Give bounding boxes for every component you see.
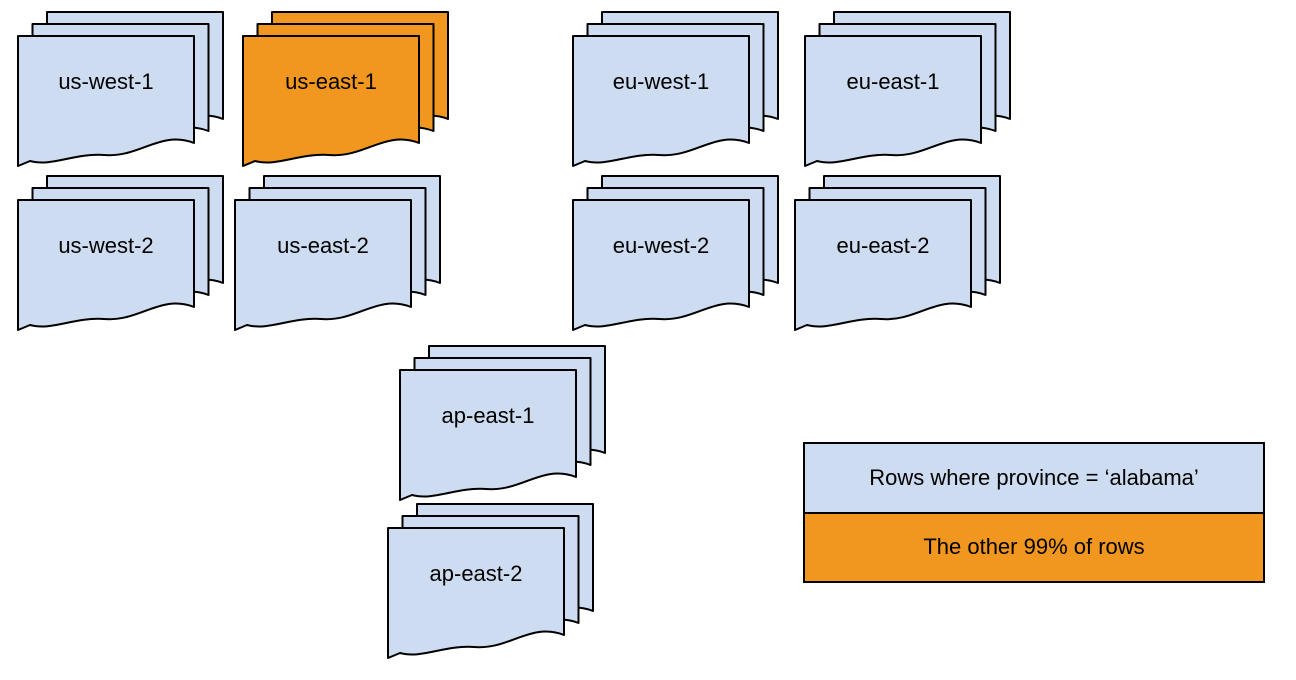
region-stack-us-east-1: us-east-1	[242, 11, 449, 168]
region-label: eu-west-1	[612, 69, 710, 94]
region-stack-us-east-2: us-east-2	[234, 175, 441, 332]
legend-row-other-rows: The other 99% of rows	[805, 513, 1263, 581]
region-stack-eu-east-2: eu-east-2	[794, 175, 1001, 332]
region-label: eu-east-2	[836, 233, 930, 258]
region-label: eu-east-1	[846, 69, 940, 94]
region-label: eu-west-2	[612, 233, 710, 258]
region-stack-us-west-1: us-west-1	[17, 11, 224, 168]
region-stack-ap-east-1: ap-east-1	[399, 345, 606, 502]
region-label: us-west-2	[58, 233, 154, 258]
region-label: ap-east-1	[441, 403, 535, 428]
region-stack-ap-east-2: ap-east-2	[387, 503, 594, 660]
region-label: us-east-2	[277, 233, 369, 258]
region-stack-eu-west-2: eu-west-2	[572, 175, 779, 332]
region-stack-us-west-2: us-west-2	[17, 175, 224, 332]
region-stack-eu-east-1: eu-east-1	[804, 11, 1011, 168]
legend-row-alabama: Rows where province = ‘alabama’	[805, 444, 1263, 514]
region-label: ap-east-2	[429, 561, 523, 586]
region-label: us-west-1	[58, 69, 154, 94]
region-stack-eu-west-1: eu-west-1	[572, 11, 779, 168]
region-label: us-east-1	[285, 69, 377, 94]
legend: Rows where province = ‘alabama’ The othe…	[803, 442, 1265, 583]
